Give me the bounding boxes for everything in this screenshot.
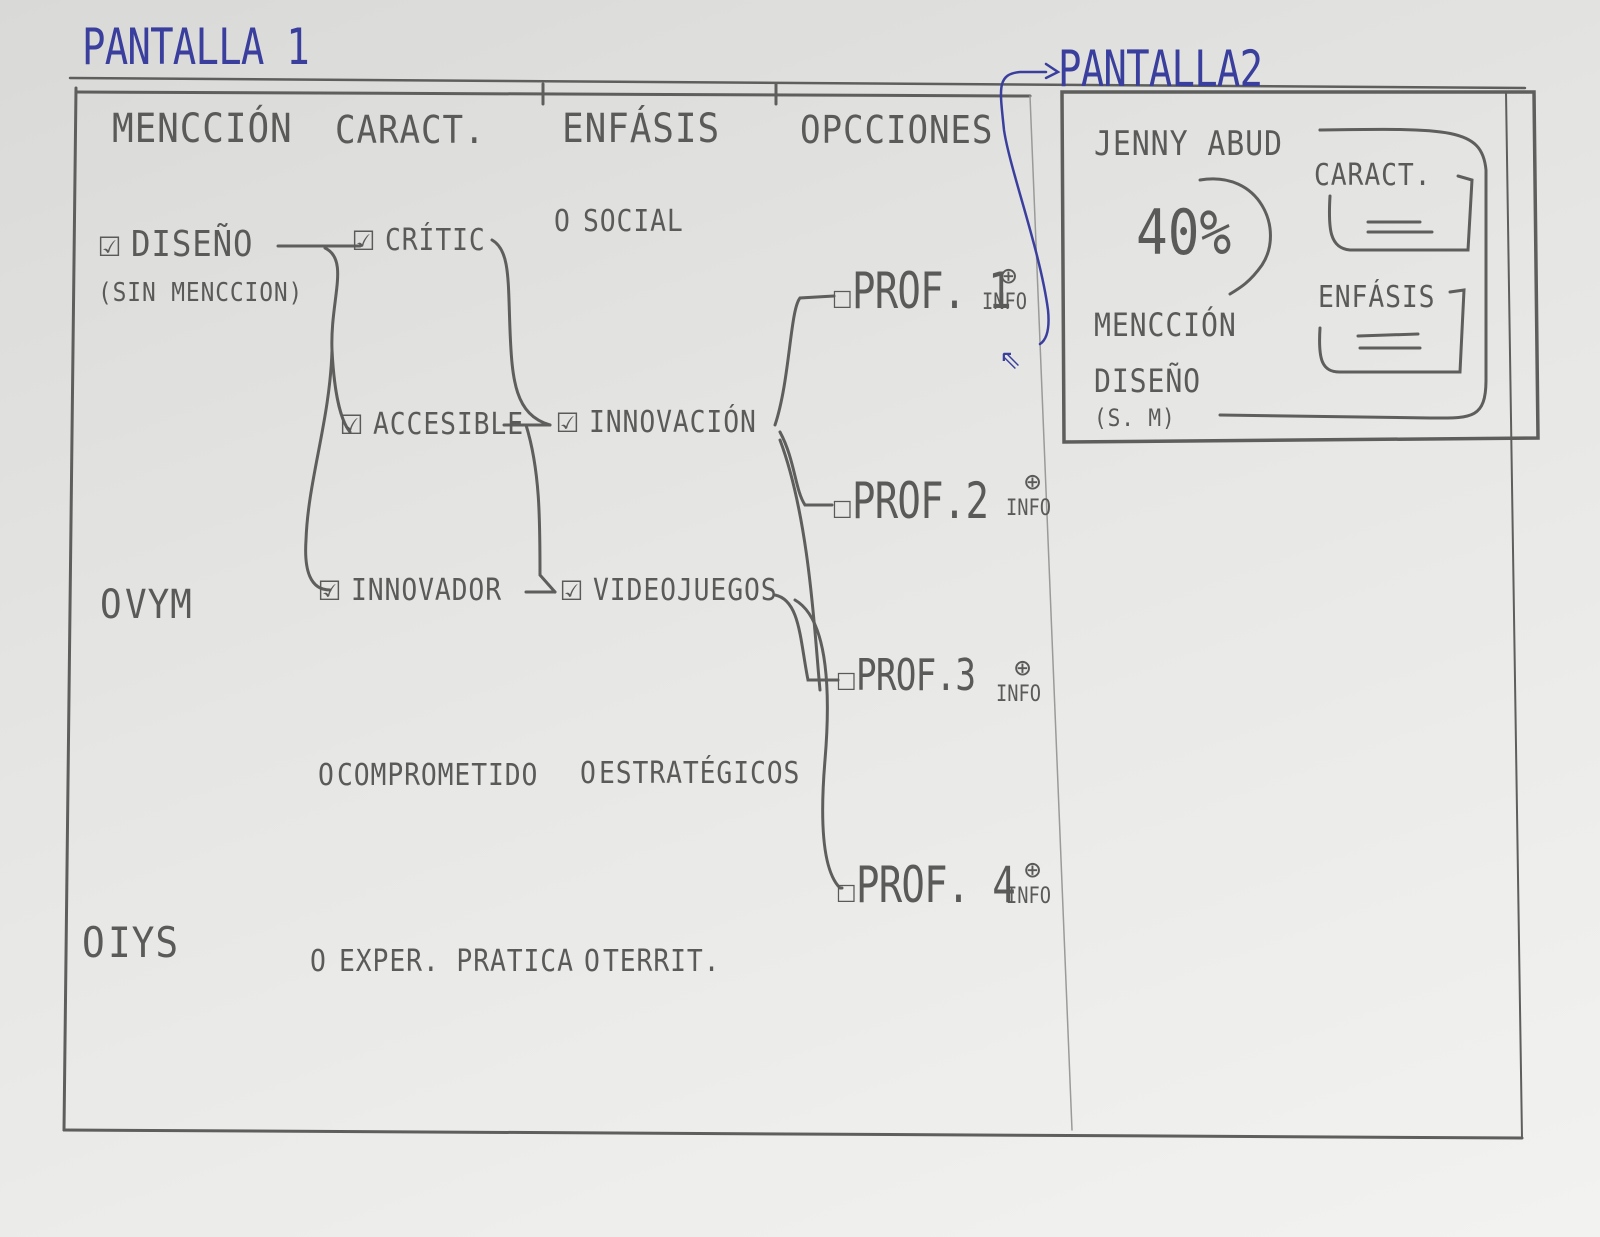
emphasis-option-label: INNOVACIÓN <box>588 405 757 440</box>
plus-circle-icon: ⊕ <box>1000 259 1017 292</box>
plus-circle-icon: ⊕ <box>1024 465 1041 498</box>
prof-label: PROF. 4 <box>856 856 1016 914</box>
mention-option-label: IYS <box>108 918 180 967</box>
emphasis-option-estrategicos[interactable]: OESTRATÉGICOS <box>580 756 828 791</box>
empty-radio-icon: O <box>584 944 601 979</box>
empty-radio-icon: O <box>310 944 327 979</box>
prof-info-1[interactable]: ⊕ INFO <box>982 259 1035 316</box>
screen1-title: PANTALLA 1 <box>82 18 310 76</box>
mention-option-sub: (SIN MENCCION) <box>98 278 304 308</box>
info-label: INFO <box>982 290 1028 315</box>
popup-mention-label: MENCCIÓN <box>1094 306 1237 344</box>
prof-label: PROF.2 <box>852 472 989 530</box>
info-label: INFO <box>996 682 1042 707</box>
prof-option-4[interactable]: ☐PROF. 4 <box>836 856 1060 914</box>
checked-radio-icon: ☑ <box>352 215 375 259</box>
caract-option-innovador[interactable]: ☑ INNOVADOR <box>318 568 522 608</box>
empty-radio-icon: O <box>82 918 106 967</box>
prof-info-3[interactable]: ⊕ INFO <box>996 651 1049 708</box>
prof-info-4[interactable]: ⊕ INFO <box>1006 853 1059 910</box>
mention-option-diseno[interactable]: ☑ DISEÑO <box>98 224 267 265</box>
caract-option-label: INNOVADOR <box>350 573 502 608</box>
col-header-characteristics: CARACT. <box>335 108 486 152</box>
empty-radio-icon: O <box>554 204 571 239</box>
caract-option-label: EXPER. PRATICA <box>338 944 574 979</box>
checked-radio-icon: ☑ <box>98 221 121 265</box>
caract-option-label: ACCESIBLE <box>372 407 524 442</box>
prof-option-3[interactable]: ☐PROF.3 <box>836 650 1009 701</box>
plus-circle-icon: ⊕ <box>1024 853 1041 886</box>
checkbox-icon: ☐ <box>836 871 857 911</box>
prof-label: PROF. 1 <box>852 262 1012 320</box>
prof-label: PROF.3 <box>856 650 976 701</box>
empty-radio-icon: O <box>100 582 123 628</box>
mention-option-iys[interactable]: OIYS <box>82 918 187 967</box>
caract-option-critic[interactable]: ☑ CRÍTIC <box>352 218 499 258</box>
col-header-mention: MENCCIÓN <box>112 106 293 152</box>
caract-option-label: CRÍTIC <box>384 223 486 258</box>
prof-option-1[interactable]: ☐PROF. 1 <box>832 262 1056 320</box>
cursor-icon: ⇖ <box>1000 336 1022 377</box>
prof-info-2[interactable]: ⊕ INFO <box>1006 465 1059 522</box>
checked-radio-icon: ☑ <box>318 565 341 609</box>
popup-enfasis-card-title[interactable]: ENFÁSIS <box>1318 280 1436 315</box>
screen2-title: PANTALLA2 <box>1058 40 1263 98</box>
col-header-options: OPCCIONES <box>800 108 994 152</box>
plus-circle-icon: ⊕ <box>1014 651 1031 684</box>
prof-option-2[interactable]: ☐PROF.2 <box>832 472 1027 530</box>
popup-caract-card-title[interactable]: CARACT. <box>1314 158 1432 193</box>
emphasis-option-label: TERRIT. <box>603 944 721 979</box>
checked-radio-icon: ☑ <box>556 397 579 441</box>
info-label: INFO <box>1006 496 1052 521</box>
emphasis-option-territ[interactable]: OTERRIT. <box>584 944 737 979</box>
empty-radio-icon: O <box>580 756 597 791</box>
emphasis-option-label: VIDEOJUEGOS <box>592 573 778 608</box>
emphasis-option-label: SOCIAL <box>582 204 684 239</box>
popup-name: JENNY ABUD <box>1094 124 1283 164</box>
emphasis-option-social[interactable]: O SOCIAL <box>554 204 697 239</box>
popup-mention-value: DISEÑO <box>1094 362 1202 400</box>
caract-option-exper-pratica[interactable]: O EXPER. PRATICA <box>310 944 606 979</box>
checkbox-icon: ☐ <box>832 277 853 317</box>
checkbox-icon: ☐ <box>836 659 857 699</box>
empty-radio-icon: O <box>318 758 335 793</box>
emphasis-option-label: ESTRATÉGICOS <box>599 756 801 791</box>
checked-radio-icon: ☑ <box>560 565 583 609</box>
checkbox-icon: ☐ <box>832 487 853 527</box>
emphasis-option-videojuegos[interactable]: ☑ VIDEOJUEGOS <box>560 568 802 608</box>
emphasis-option-innovacion[interactable]: ☑ INNOVACIÓN <box>556 400 779 440</box>
mention-option-label: DISEÑO <box>130 224 253 265</box>
checked-radio-icon: ☑ <box>340 399 363 443</box>
info-label: INFO <box>1006 884 1052 909</box>
mention-option-label: VYM <box>125 582 193 628</box>
popup-match-percent: 40% <box>1136 196 1232 269</box>
popup-mention-sub: (S. M) <box>1094 404 1176 432</box>
caract-option-label: COMPROMETIDO <box>337 758 539 793</box>
caract-option-comprometido[interactable]: OCOMPROMETIDO <box>318 758 566 793</box>
mention-option-vym[interactable]: OVYM <box>100 582 200 628</box>
caract-option-accesible[interactable]: ☑ ACCESIBLE <box>340 402 544 442</box>
col-header-emphasis: ENFÁSIS <box>562 106 721 152</box>
